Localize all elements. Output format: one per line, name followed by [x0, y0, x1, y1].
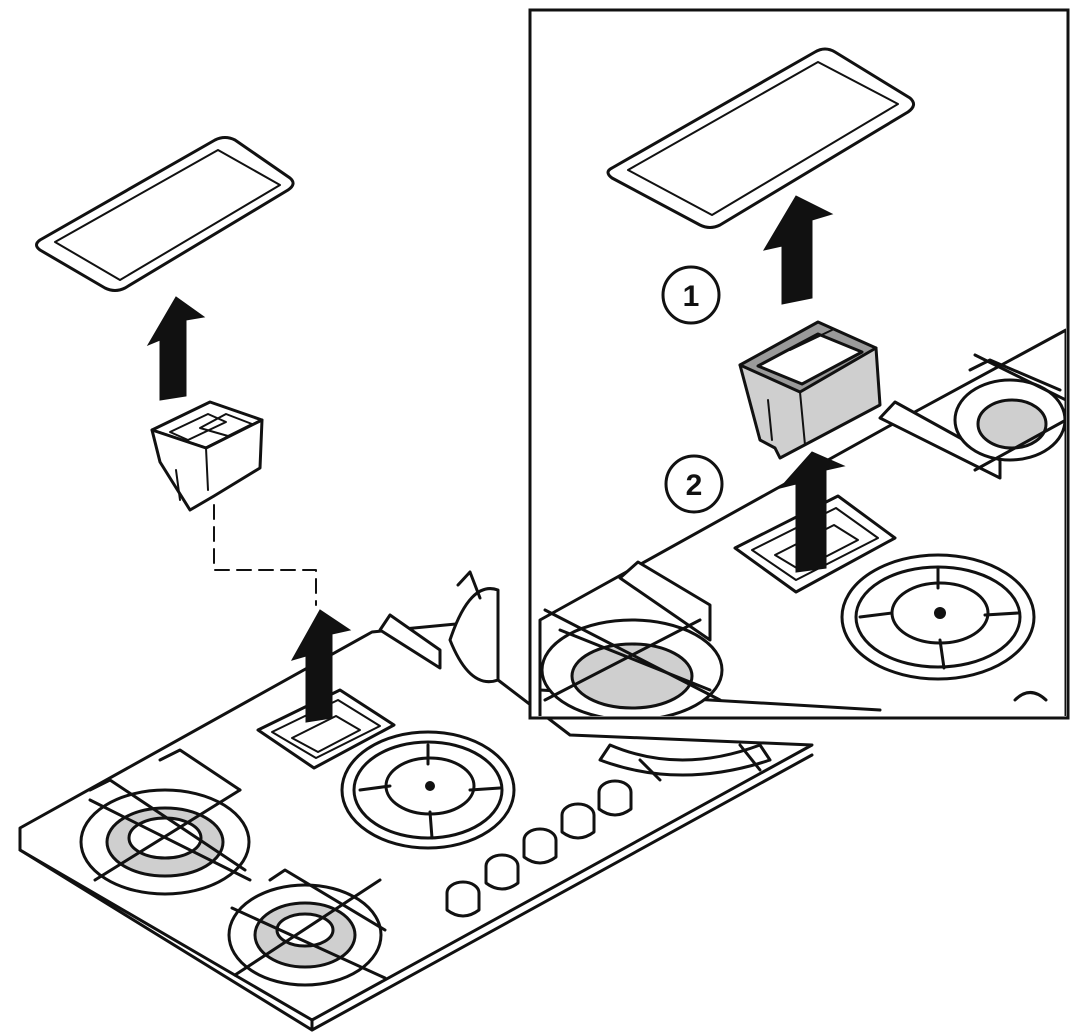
filter-cover-icon	[35, 136, 295, 292]
gas-burner-icon	[448, 570, 500, 683]
gas-burner-icon	[540, 608, 724, 716]
lift-arrow-icon	[290, 609, 352, 723]
main-scene	[18, 136, 814, 1032]
gas-burner-icon	[340, 730, 516, 850]
control-knob-icon	[522, 827, 558, 865]
gas-burner-icon	[79, 748, 252, 896]
gas-burner-icon	[598, 743, 772, 782]
gas-burner-icon	[840, 553, 1036, 681]
detail-inset: 1 2	[528, 8, 1070, 720]
callout-label: 1	[683, 280, 700, 313]
grease-filter-icon	[150, 400, 264, 512]
back-rail	[378, 613, 442, 670]
callout-step-2: 2	[664, 454, 724, 514]
filter-cover-icon	[606, 47, 915, 229]
callout-label: 2	[686, 469, 703, 502]
control-knob-icon	[484, 853, 520, 891]
control-knob-icon	[560, 802, 596, 840]
back-rail	[618, 560, 712, 642]
lift-arrow-icon	[778, 451, 846, 573]
lift-arrow-icon	[146, 296, 206, 401]
gas-burner-icon	[227, 868, 387, 987]
grease-filter-icon	[738, 320, 882, 460]
callout-step-1: 1	[661, 265, 721, 325]
control-knob-icon	[597, 779, 633, 817]
lift-arrow-icon	[762, 195, 834, 305]
control-knobs	[445, 779, 633, 918]
guide-line	[213, 504, 317, 606]
control-knob-icon	[445, 880, 481, 918]
control-knob-icon	[1013, 691, 1048, 702]
gas-burner-icon	[953, 353, 1066, 472]
